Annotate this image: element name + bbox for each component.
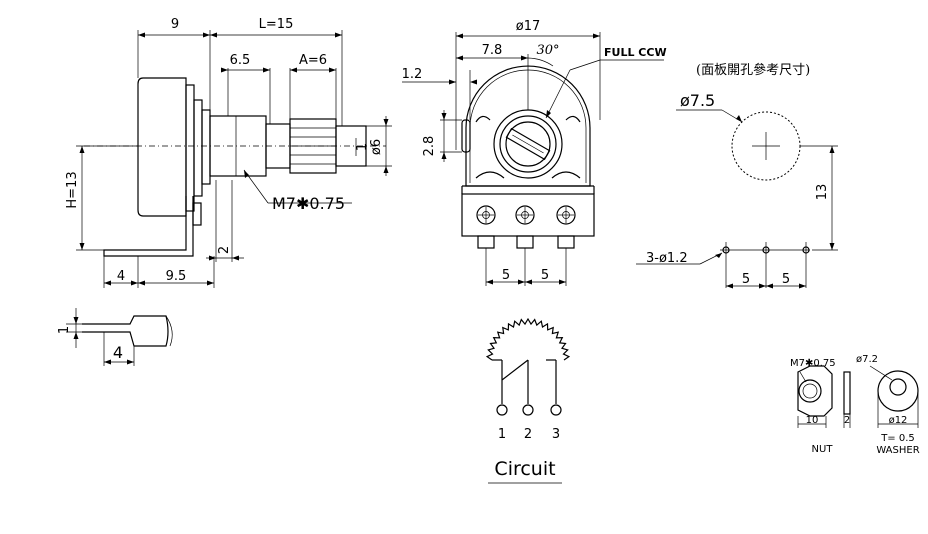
terminal-eyelets	[476, 205, 576, 225]
dim-2-label: 2	[217, 246, 232, 254]
hardware-detail: M7✱0.75 10 2 NUT ø7.2 ø12 T= 0.5 WASHER	[790, 354, 920, 456]
terminal-leg	[103, 196, 194, 257]
shaft-slot	[505, 127, 551, 161]
locating-tab	[461, 119, 471, 153]
housing-outline	[465, 65, 591, 187]
nut-label: NUT	[812, 444, 834, 455]
circuit-title: Circuit	[494, 458, 555, 480]
terminal-tab	[192, 202, 202, 226]
plate-step	[193, 99, 203, 197]
nut-thread-label: M7✱0.75	[790, 358, 836, 369]
nut-face	[797, 365, 833, 417]
nut-dim-lines	[797, 371, 851, 428]
front-view: ø17 7.8 30° FULL CCW 1.2 2.8 5 5	[402, 19, 667, 286]
housing-curves	[475, 171, 581, 179]
panel-dim-phi7-5: ø7.5	[680, 91, 715, 110]
terminal-break	[165, 315, 173, 347]
panel-dim-lines	[636, 109, 838, 288]
pin-2-terminal	[522, 404, 534, 416]
bushing-inner	[499, 115, 557, 173]
washer-inner	[889, 378, 907, 396]
dim-7-8-label: 7.8	[482, 43, 503, 58]
resistor-arc	[485, 317, 571, 361]
dim-9-label: 9	[171, 17, 179, 32]
side-dimension-lines	[76, 30, 392, 288]
shaft-face	[505, 121, 551, 167]
dim-phi17-label: ø17	[516, 19, 541, 34]
dim-1-2-label: 1.2	[402, 67, 423, 82]
panel-note: (面板開孔參考尺寸)	[696, 63, 810, 78]
side-arrows	[79, 32, 389, 286]
terminal-detail: 1 4	[57, 308, 173, 366]
nut-width-label: 10	[806, 415, 819, 426]
front-dimension-lines	[402, 32, 664, 286]
dim-A-label: A=6	[299, 53, 327, 68]
nut-side	[843, 371, 851, 415]
pin-1-terminal	[496, 404, 508, 416]
washer-dim-lines	[869, 365, 919, 428]
panel-holes-label: 3-ø1.2	[646, 251, 688, 266]
mounting-plate	[185, 84, 195, 212]
dim-4-label: 4	[117, 269, 125, 284]
housing-body	[137, 77, 187, 217]
washer-od-label: ø7.2	[856, 354, 878, 365]
panel-cutout: (面板開孔參考尺寸) ø7.5 13 3-ø1.2 5 5	[636, 63, 838, 289]
dim-6-5-label: 6.5	[230, 53, 251, 68]
nut-thickness-label: 2	[844, 415, 850, 426]
circuit-schematic: 1 2 3 Circuit	[485, 317, 571, 484]
dim-L-label: L=15	[259, 17, 294, 32]
pin-2-label: 2	[524, 427, 532, 442]
terminal-dim-1-label: 1	[57, 326, 72, 334]
rotation-stops	[475, 115, 581, 123]
panel-dim-5-left: 5	[742, 272, 750, 287]
terminal-dim-4-label: 4	[113, 343, 123, 362]
panel-holes	[722, 246, 810, 254]
dim-H-label: H=13	[65, 171, 80, 208]
panel-dim-5-right: 5	[782, 272, 790, 287]
panel-dim-13: 13	[815, 184, 830, 201]
pin-3-label: 3	[552, 427, 560, 442]
pin-1-label: 1	[498, 427, 506, 442]
full-ccw-label: FULL CCW	[604, 46, 667, 59]
pin-3-terminal	[550, 404, 562, 416]
knurl-lines	[290, 127, 336, 165]
terminal-pins	[477, 235, 575, 249]
dim-2-8-label: 2.8	[422, 136, 437, 157]
dim-9-5-label: 9.5	[166, 269, 187, 284]
plate-step-2	[201, 109, 211, 185]
wiper	[501, 359, 529, 381]
angle-arc	[527, 57, 554, 67]
front-dim-5-right: 5	[541, 268, 549, 283]
washer-outer	[877, 370, 919, 412]
side-view: 9 L=15 6.5 A=6 1 ø6 H=13 M7✱0.75 2 4 9.5	[65, 17, 392, 288]
dim-phi6-label: ø6	[369, 139, 384, 155]
front-dim-5-left: 5	[502, 268, 510, 283]
washer-label: WASHER	[876, 445, 919, 456]
angle-label: 30°	[536, 43, 559, 58]
thread-label: M7✱0.75	[272, 194, 345, 213]
washer-id-label: ø12	[889, 415, 908, 426]
dim-1-label: 1	[355, 143, 370, 151]
terminal-profile	[82, 315, 169, 347]
nut-bore	[798, 379, 822, 403]
washer-thickness-label: T= 0.5	[880, 433, 915, 444]
